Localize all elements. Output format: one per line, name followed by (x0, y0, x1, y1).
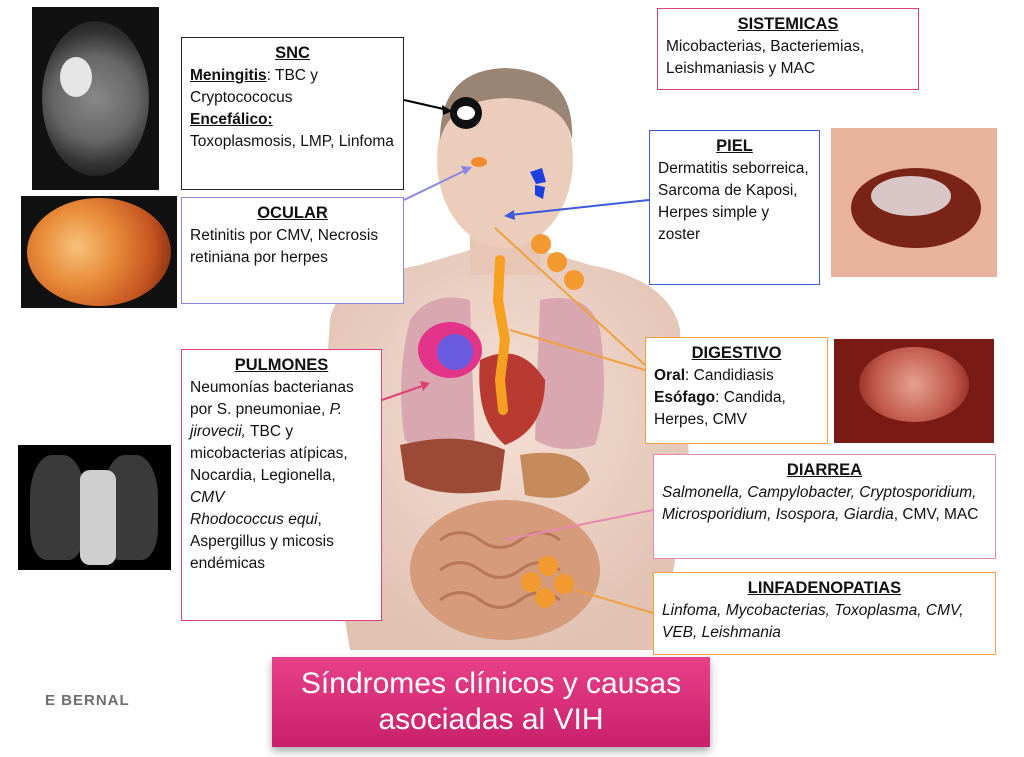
sistemicas-title: SISTEMICAS (737, 15, 839, 33)
meningitis-label: Meningitis (190, 67, 267, 84)
diarrea-text: , CMV, MAC (893, 506, 979, 523)
pulmones-text-italic: P. jirovecii, (190, 401, 343, 440)
piel-box: PIEL Dermatitis seborreica, Sarcoma de K… (649, 130, 820, 285)
digestivo-box: DIGESTIVO Oral: Candidiasis Esófago: Can… (645, 337, 828, 444)
banner-line-2: asociadas al VIH (378, 703, 604, 736)
lymph-node (535, 588, 555, 608)
arrow-linf (574, 589, 654, 614)
eye-marker (471, 157, 487, 167)
banner-line-1: Síndromes clínicos y causas (300, 667, 682, 700)
pulmones-text: , Aspergillus y micosis endémicas (190, 511, 334, 572)
linfadenopatias-title: LINFADENOPATIAS (747, 579, 902, 597)
pulmones-text: Neumonías bacterianas por S. pneumoniae, (190, 379, 354, 418)
title-banner: Síndromes clínicos y causas asociadas al… (272, 657, 710, 747)
oral-label: Oral (654, 367, 686, 384)
intestines (410, 500, 600, 640)
meningitis-text: : TBC y Cryptocococus (190, 67, 319, 106)
arrow-snc (403, 99, 449, 111)
lymph-node (554, 574, 574, 594)
ocular-box: OCULAR Retinitis por CMV, Necrosis retin… (181, 197, 404, 304)
sistemicas-text: Micobacterias, Bacteriemias, Leishmanias… (666, 38, 865, 77)
hair (440, 68, 573, 140)
stomach (520, 452, 590, 498)
snc-box: SNC Meningitis: TBC y Cryptocococus Ence… (181, 37, 404, 190)
lymph-node (538, 556, 558, 576)
oral-lesion-image (831, 128, 997, 277)
encefalico-text: Toxoplasmosis, LMP, Linfoma (190, 133, 394, 150)
pulmones-text: TBC y micobacterias atípicas, Nocardia, … (190, 423, 348, 484)
ocular-title: OCULAR (257, 204, 328, 222)
arrow-pulm (381, 384, 426, 401)
chest-xray-image (18, 445, 171, 570)
encefalico-label: Encefálico: (190, 111, 273, 128)
pulmones-box: PULMONES Neumonías bacterianas por S. pn… (181, 349, 382, 621)
lymph-node (521, 572, 541, 592)
esofago-label: Esófago (654, 389, 716, 406)
oral-text: : Candidiasis (685, 367, 774, 384)
piel-text: Dermatitis seborreica, Sarcoma de Kaposi… (658, 160, 809, 243)
digestivo-title: DIGESTIVO (691, 344, 782, 362)
diarrea-title: DIARREA (786, 461, 863, 479)
snc-title: SNC (275, 44, 310, 62)
brain-mri-image (32, 7, 159, 190)
liver (400, 438, 505, 494)
ocular-text: Retinitis por CMV, Necrosis retiniana po… (190, 227, 379, 266)
linfadenopatias-box: LINFADENOPATIAS Linfoma, Mycobacterias, … (653, 572, 996, 655)
linfadenopatias-text: Linfoma, Mycobacterias, Toxoplasma, CMV,… (662, 602, 964, 641)
sistemicas-box: SISTEMICAS Micobacterias, Bacteriemias, … (657, 8, 919, 90)
lymph-node (531, 234, 551, 254)
author-label: E BERNAL (45, 692, 130, 709)
lymph-node (564, 270, 584, 290)
oral-candidiasis-image (834, 339, 994, 443)
diarrea-text-italic: Salmonella, Campylobacter, Cryptosporidi… (662, 484, 977, 523)
arrow-digestivo-oral (494, 227, 646, 366)
esophagus (492, 255, 511, 415)
piel-title: PIEL (716, 137, 753, 155)
skin-lesion-2 (535, 185, 545, 199)
pulmones-text-italic: CMV (190, 489, 225, 506)
retina-image (21, 196, 177, 308)
lung-left (535, 298, 604, 449)
pulmones-text-italic: Rhodococcus equi (190, 511, 318, 528)
arrow-ocular (403, 169, 467, 201)
pulmones-title: PULMONES (234, 356, 329, 374)
arrow-digestivo-esof (509, 329, 646, 371)
arrow-piel (509, 199, 650, 216)
skin-lesion-1 (530, 168, 546, 184)
esofago-text: : Candida, Herpes, CMV (654, 389, 786, 428)
arrow-diarrea (504, 509, 654, 541)
lung-lesion-inner (437, 334, 473, 370)
lymph-node (547, 252, 567, 272)
diarrea-box: DIARREA Salmonella, Campylobacter, Crypt… (653, 454, 996, 559)
